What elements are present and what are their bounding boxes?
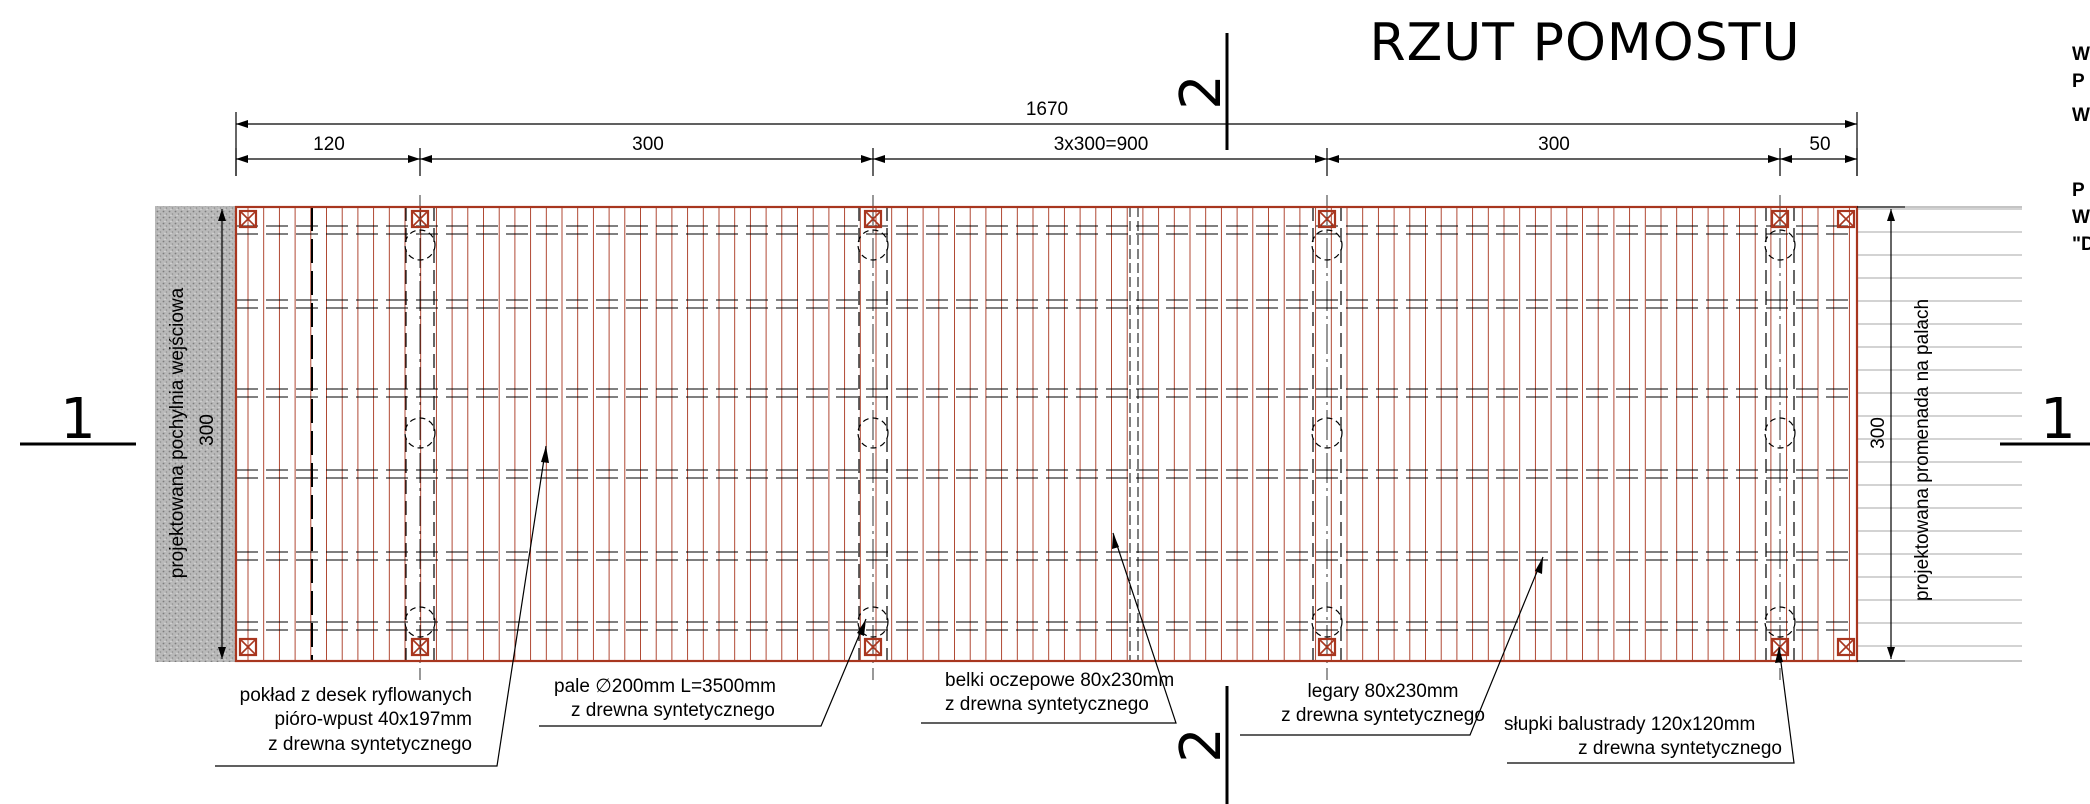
- callout-joists-line2: z drewna syntetycznego: [1281, 705, 1485, 726]
- cropped-text-3: W: [2072, 105, 2090, 126]
- callout-beams-line2: z drewna syntetycznego: [945, 694, 1149, 715]
- dim-arrow: [236, 155, 248, 163]
- dim-arrow: [1780, 155, 1792, 163]
- dim-arrow: [1768, 155, 1780, 163]
- cropped-text-6: "D: [2072, 234, 2090, 255]
- dim-arrow: [1845, 120, 1857, 128]
- page-title: RZUT POMOSTU: [1369, 13, 1800, 73]
- pile-circle: [404, 229, 436, 261]
- pile-circle: [1764, 606, 1796, 638]
- railing-post: [1836, 209, 1856, 229]
- cropped-text-5: W: [2072, 207, 2090, 228]
- callout-posts-line1: słupki balustrady 120x120mm: [1504, 714, 1755, 735]
- pile-circle: [857, 606, 889, 638]
- dim-arrow: [861, 155, 873, 163]
- cropped-text-2: P: [2072, 71, 2085, 92]
- railing-post-cross: [239, 638, 257, 656]
- pile-circle: [1311, 417, 1343, 449]
- callout-posts-line2: z drewna syntetycznego: [1578, 738, 1782, 759]
- promenade-lines: [1857, 206, 2022, 662]
- dim-arrow: [1845, 155, 1857, 163]
- pile-circle: [857, 417, 889, 449]
- dim-seg3: 3x300=900: [1054, 134, 1149, 155]
- callout-deck-line3: z drewna syntetycznego: [268, 734, 472, 755]
- dim-left-width: 300: [197, 414, 218, 446]
- railing-post: [1317, 637, 1337, 657]
- railing-post-cross: [1318, 638, 1336, 656]
- railing-post: [863, 209, 883, 229]
- railing-posts: [238, 209, 1856, 657]
- ramp-label: projektowana pochylnia wejściowa: [167, 287, 188, 578]
- callout-joists-line1: legary 80x230mm: [1307, 681, 1458, 702]
- cropped-text-1: W: [2072, 44, 2090, 65]
- dim-arrow: [218, 647, 226, 659]
- railing-post-cross: [411, 210, 429, 228]
- leader-arrowheads: [541, 446, 1783, 663]
- pile-circle: [857, 229, 889, 261]
- dim-arrow: [1887, 647, 1895, 659]
- pile-circle: [404, 606, 436, 638]
- dim-arrow: [1887, 209, 1895, 221]
- section-2-bottom-label: 2: [1169, 727, 1234, 763]
- railing-post-cross: [1837, 210, 1855, 228]
- railing-post: [863, 637, 883, 657]
- railing-post: [238, 209, 258, 229]
- callout-beams-line1: belki oczepowe 80x230mm: [945, 670, 1174, 691]
- railing-post: [410, 209, 430, 229]
- callout-deck-line1: pokład z desek ryflowanych: [240, 685, 472, 706]
- railing-post-cross: [1318, 210, 1336, 228]
- railing-post-cross: [239, 210, 257, 228]
- dim-seg2: 300: [632, 134, 664, 155]
- dim-total: 1670: [1026, 99, 1068, 120]
- pile-circle: [1311, 229, 1343, 261]
- callout-piles-line1: pale ∅200mm L=3500mm: [554, 676, 776, 697]
- railing-post-cross: [1837, 638, 1855, 656]
- dim-arrow: [218, 209, 226, 221]
- railing-post-cross: [864, 638, 882, 656]
- railing-post: [238, 637, 258, 657]
- promenade-label: projektowana promenada na palach: [1912, 299, 1933, 601]
- dim-seg1: 120: [313, 134, 345, 155]
- dim-arrow: [1315, 155, 1327, 163]
- railing-post-cross: [864, 210, 882, 228]
- railing-post: [1770, 209, 1790, 229]
- railing-post: [410, 637, 430, 657]
- railing-post: [1317, 209, 1337, 229]
- dim-right-width: 300: [1868, 417, 1889, 449]
- pile-circle: [404, 417, 436, 449]
- leader-lines: [215, 445, 1795, 767]
- cap-beams: [311, 195, 1796, 680]
- dimension-lines: [218, 112, 1905, 662]
- callout-deck-line2: pióro-wpust 40x197mm: [275, 709, 472, 730]
- pile-circle: [1311, 606, 1343, 638]
- railing-post-cross: [1771, 638, 1789, 656]
- callout-piles-line2: z drewna syntetycznego: [571, 700, 775, 721]
- dim-seg4: 300: [1538, 134, 1570, 155]
- dim-arrow: [420, 155, 432, 163]
- dim-arrow: [236, 120, 248, 128]
- section-1-right-label: 1: [2040, 387, 2076, 452]
- railing-post-cross: [1771, 210, 1789, 228]
- dim-seg5: 50: [1809, 134, 1830, 155]
- cropped-text-4: P: [2072, 180, 2085, 201]
- joists: [236, 225, 1857, 631]
- railing-post-cross: [411, 638, 429, 656]
- deck-planks: [247, 207, 1850, 661]
- deck-outline: [234, 205, 1859, 663]
- dim-arrow: [1327, 155, 1339, 163]
- dim-arrow: [873, 155, 885, 163]
- section-1-left-label: 1: [60, 387, 96, 452]
- pile-circle: [1764, 417, 1796, 449]
- dim-arrow: [408, 155, 420, 163]
- section-2-top-label: 2: [1169, 74, 1234, 110]
- pile-circle: [1764, 229, 1796, 261]
- railing-post: [1836, 637, 1856, 657]
